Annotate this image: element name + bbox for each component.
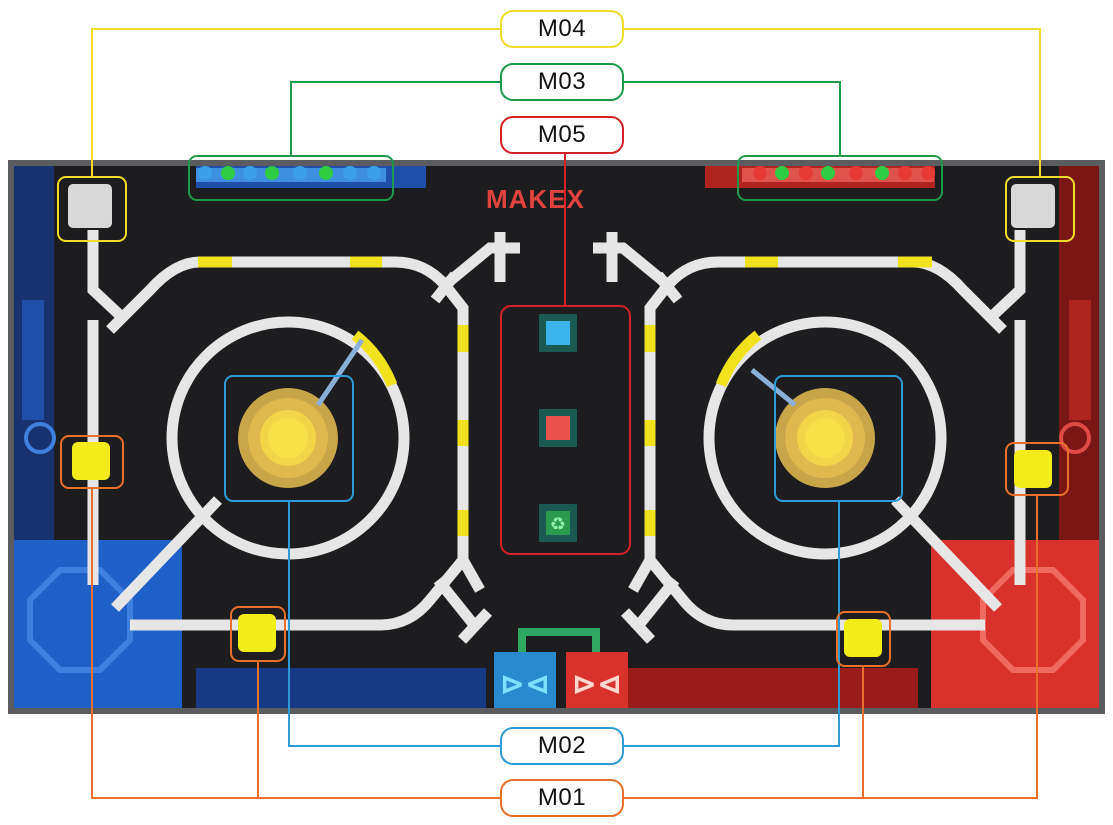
- m05-callout: [500, 154, 631, 555]
- label-m05: M05: [500, 116, 624, 154]
- yellow-arc-right: [715, 330, 762, 388]
- label-m03: M03: [500, 63, 624, 101]
- label-m01: M01: [500, 779, 624, 817]
- track-lines: [87, 230, 1026, 631]
- pad-blue: [546, 321, 570, 345]
- label-m02: M02: [500, 727, 624, 765]
- white-box-left: [68, 184, 112, 228]
- white-box-right: [1011, 184, 1055, 228]
- m02-callout: [224, 375, 903, 747]
- svg-text:⊳⊲: ⊳⊲: [500, 667, 550, 702]
- red-side-machinery: [628, 166, 1099, 708]
- turntable-right: [750, 368, 875, 488]
- yellow-segments: [198, 256, 932, 536]
- m01-callout: [60, 435, 1069, 799]
- svg-text:⊳⊲: ⊳⊲: [572, 667, 622, 702]
- yellow-arc-left: [351, 330, 398, 388]
- pad-recycle: [546, 511, 570, 535]
- yellow-cubes: [72, 442, 1052, 657]
- ball-rack-blue: [196, 166, 386, 182]
- recycle-icon: ♻: [550, 514, 566, 535]
- m03-callout: [188, 81, 943, 201]
- ball-rack-red: [742, 166, 935, 182]
- blue-conveyor: [196, 668, 486, 708]
- makex-logo: MAKEX: [486, 184, 585, 214]
- red-conveyor: [628, 668, 918, 708]
- m04-callout: [57, 28, 1075, 242]
- track-markers: [430, 232, 683, 644]
- blue-station-box: [494, 652, 556, 708]
- red-station-box: [566, 652, 628, 708]
- pad-red: [546, 416, 570, 440]
- center-station: ⊳⊲ ⊳⊲: [494, 628, 628, 708]
- turntable-left: [238, 338, 365, 488]
- center-pads: ♻: [539, 314, 577, 542]
- label-m04: M04: [500, 10, 624, 48]
